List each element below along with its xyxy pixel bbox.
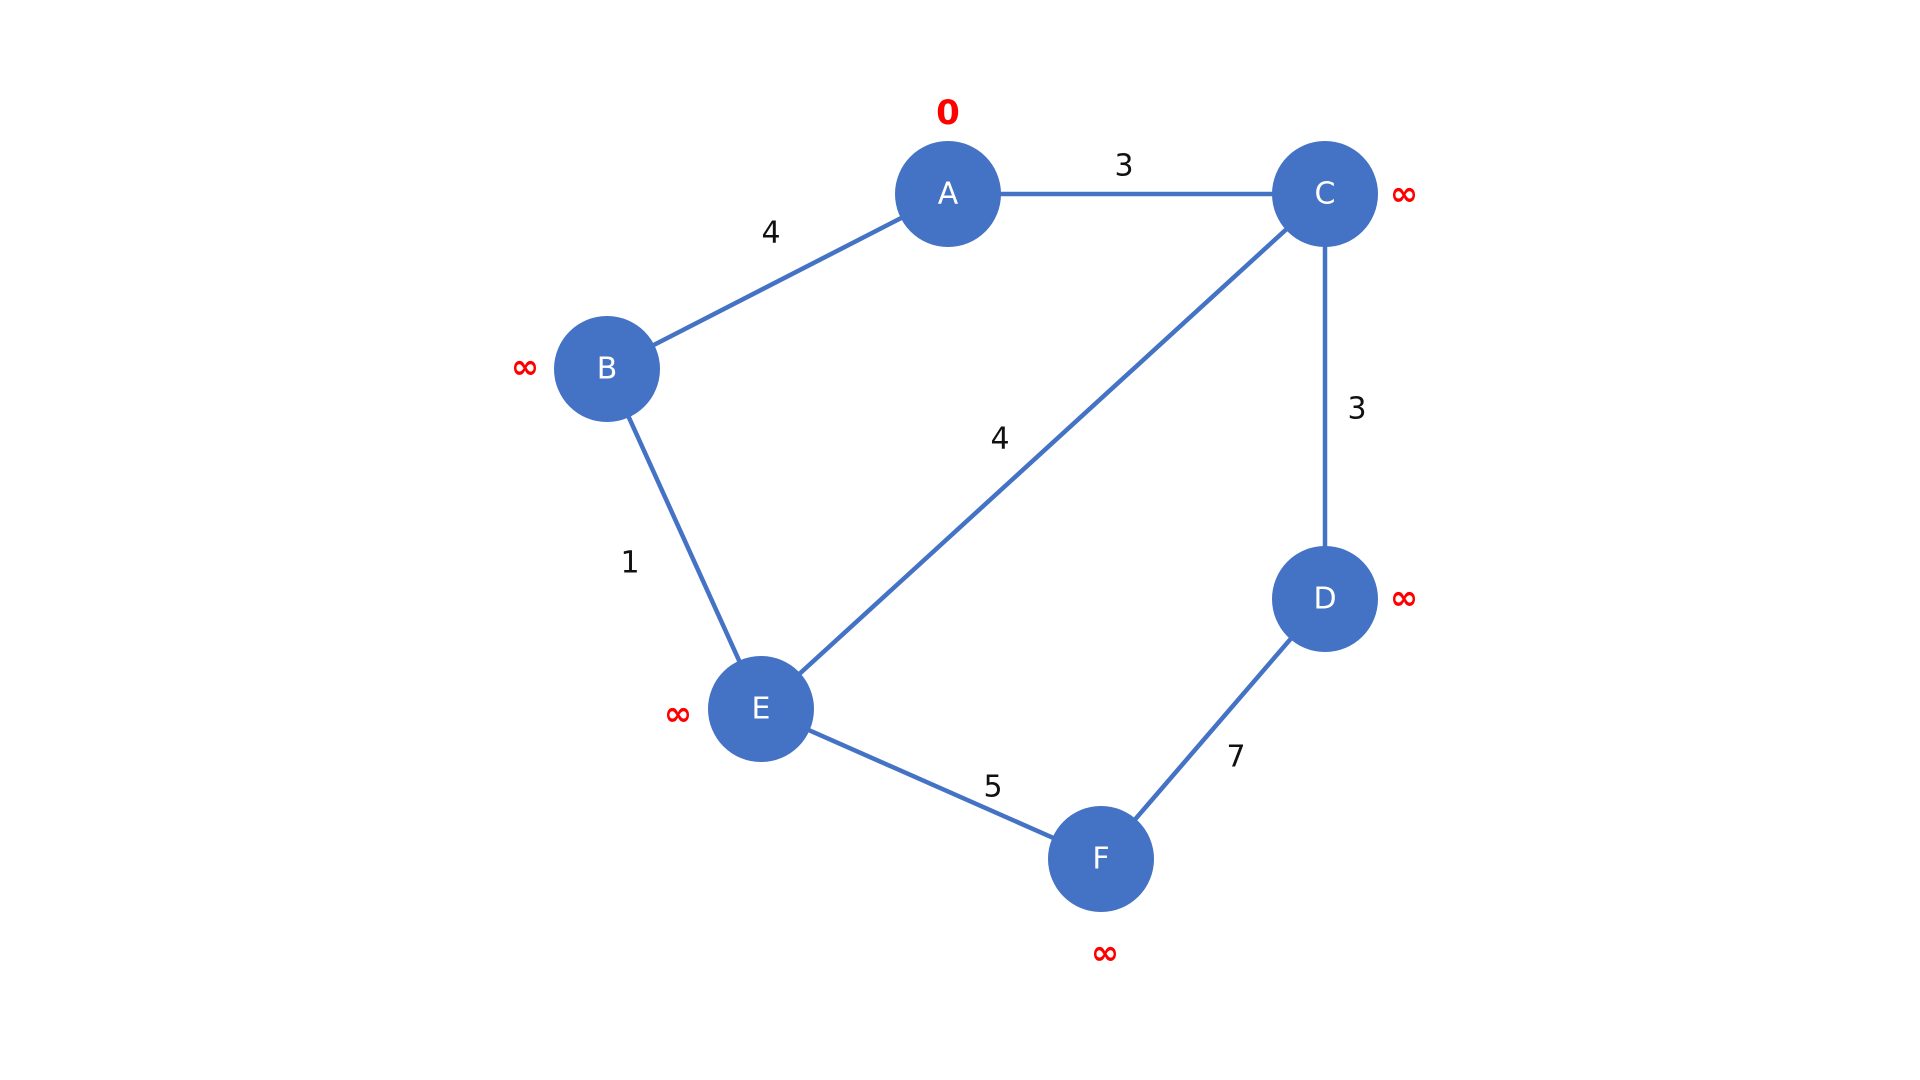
node-label: F — [1092, 842, 1109, 877]
node-circle — [1272, 141, 1378, 247]
edge-weight-C-D: 3 — [1347, 392, 1366, 427]
edge-A-B — [605, 191, 950, 372]
distance-C: ∞ — [1390, 174, 1418, 214]
edge-weight-A-C: 3 — [1114, 149, 1133, 184]
distances-layer: 0 ∞ ∞ ∞ ∞ ∞ — [511, 93, 1418, 973]
edge-D-F — [1099, 597, 1327, 861]
node-A: A — [895, 141, 1001, 247]
node-label: C — [1315, 177, 1336, 212]
edge-weights-layer: 3 4 4 3 1 5 7 — [620, 149, 1366, 805]
node-circle — [895, 141, 1001, 247]
edge-weight-E-F: 5 — [983, 770, 1002, 805]
node-circle — [554, 316, 660, 422]
node-F: F — [1048, 806, 1154, 912]
distance-D: ∞ — [1390, 578, 1418, 618]
edges-layer — [604, 191, 1328, 862]
node-C: C — [1272, 141, 1378, 247]
node-E: E — [708, 656, 814, 762]
distance-B: ∞ — [511, 347, 539, 387]
edge-weight-D-F: 7 — [1226, 740, 1245, 775]
node-label: A — [938, 177, 959, 212]
edge-weight-B-E: 1 — [620, 546, 639, 581]
nodes-layer: A B C D E F — [554, 141, 1378, 912]
edge-E-F — [760, 706, 1102, 862]
edge-B-E — [604, 368, 764, 710]
node-circle — [708, 656, 814, 762]
edge-weight-A-B: 4 — [761, 216, 780, 251]
node-circle — [1272, 546, 1378, 652]
distance-F: ∞ — [1091, 933, 1119, 973]
edge-C-E — [759, 192, 1327, 711]
edge-weight-C-E: 4 — [990, 422, 1009, 457]
node-label: E — [752, 692, 771, 727]
distance-A: 0 — [936, 93, 960, 133]
distance-E: ∞ — [664, 694, 692, 734]
node-D: D — [1272, 546, 1378, 652]
node-circle — [1048, 806, 1154, 912]
node-label: B — [597, 352, 618, 387]
node-B: B — [554, 316, 660, 422]
node-label: D — [1313, 582, 1336, 617]
